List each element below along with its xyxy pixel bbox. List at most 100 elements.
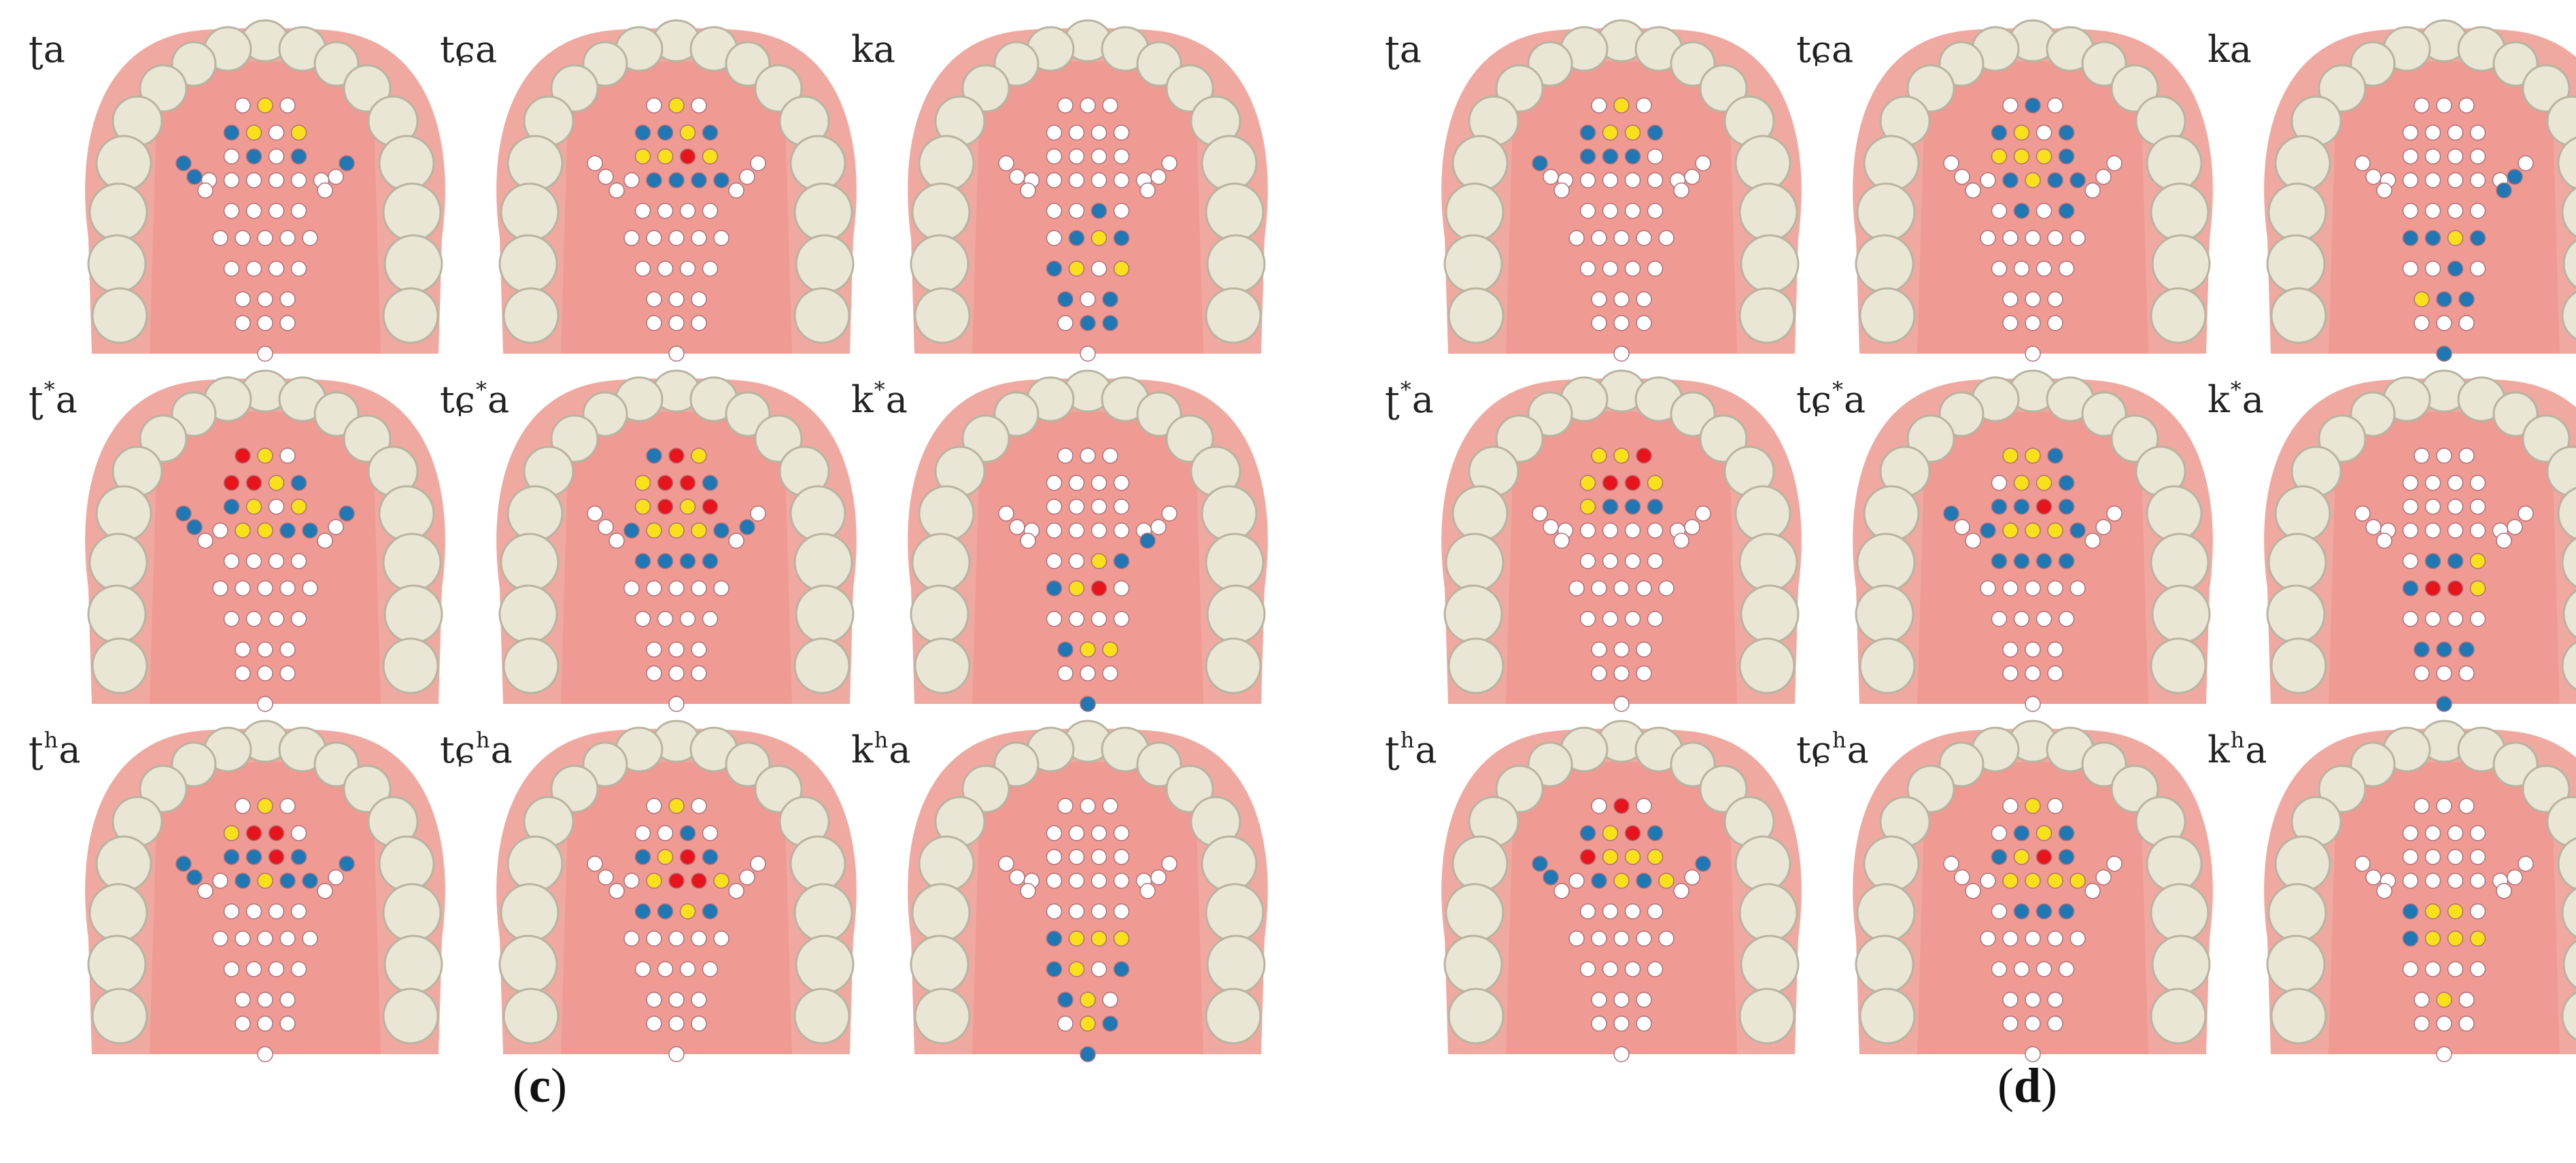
electrode-dot: [2036, 961, 2053, 977]
electrode-dot: [302, 873, 318, 889]
palate-svg: [85, 369, 445, 712]
electrode-dot: [245, 203, 262, 219]
electrode-dot: [1991, 203, 2008, 219]
electrode-dot: [1647, 961, 1664, 977]
tooth: [2146, 135, 2203, 192]
tooth: [87, 584, 147, 644]
electrode-dot: [290, 148, 307, 165]
electrode-dot: [1057, 992, 1074, 1008]
electrode-dot: [713, 522, 729, 539]
electrode-dot: [2469, 475, 2486, 491]
tooth: [1738, 287, 1796, 344]
side-electrode-left: [598, 169, 614, 185]
electrode-dot: [1613, 798, 1630, 814]
tooth: [2561, 991, 2576, 1041]
electrode-dot: [2047, 291, 2063, 307]
electrode-dot: [623, 930, 640, 947]
electrode-dot: [2047, 522, 2063, 539]
tooth: [1863, 485, 1920, 542]
side-electrode-left: [2376, 182, 2392, 199]
tooth: [1443, 234, 1503, 294]
electrode-dot: [2047, 315, 2063, 331]
electrode-dot: [1602, 203, 1619, 219]
electrode-dot: [1636, 665, 1652, 681]
electrode-dot: [634, 203, 651, 219]
electrode-dot: [1658, 873, 1675, 889]
electrode-dot: [257, 315, 273, 331]
electrode-dot: [1068, 499, 1085, 515]
electrode-dot: [691, 580, 707, 596]
side-electrode-right: [339, 505, 355, 522]
palate: [561, 411, 792, 704]
electrode-dot: [1113, 903, 1130, 920]
electrode-dot: [2402, 580, 2419, 596]
electrode-dot: [2058, 903, 2075, 920]
tooth: [88, 182, 148, 242]
palate-svg: [908, 369, 1268, 712]
electrode-dot: [668, 291, 685, 307]
tooth: [2557, 136, 2576, 190]
electrode-dot: [2036, 260, 2053, 277]
tooth: [910, 934, 969, 994]
side-electrode-left: [1943, 155, 1959, 171]
tooth: [498, 234, 558, 294]
electrode-dot: [1102, 665, 1118, 681]
electrode-dot: [2447, 475, 2464, 491]
electrode-dot: [2402, 499, 2419, 515]
electrode-dot: [223, 124, 240, 141]
electrode-dot: [2025, 1015, 2041, 1032]
side-electrode-right: [2496, 883, 2512, 899]
tooth: [1738, 637, 1796, 694]
electrode-dot: [2436, 448, 2452, 464]
electrode-dot: [1591, 798, 1607, 814]
electrode-dot: [257, 665, 273, 681]
electrode-dot: [668, 930, 685, 947]
palate: [972, 61, 1203, 354]
electrode-dot: [257, 97, 273, 114]
tooth: [378, 835, 435, 892]
electrode-dot: [2447, 553, 2464, 569]
electrode-dot: [646, 873, 662, 889]
electrode-dot: [245, 260, 262, 277]
side-electrode-left: [2376, 883, 2392, 899]
electrode-dot: [1602, 475, 1619, 491]
electrode-dot: [223, 825, 240, 841]
electrode-dot: [1046, 522, 1063, 539]
electrode-dot: [1568, 230, 1585, 246]
electrode-dot: [1613, 992, 1630, 1008]
electrode-dot: [668, 665, 685, 681]
tooth: [1856, 883, 1916, 943]
electrode-dot: [235, 448, 251, 464]
tooth: [2274, 835, 2331, 892]
side-electrode-left: [1532, 505, 1548, 522]
side-electrode-left: [1009, 519, 1025, 535]
electrode-dot: [2424, 825, 2441, 841]
electrode-dot: [1591, 992, 1607, 1008]
electrode-dot: [1080, 97, 1096, 114]
electrode-dot: [2002, 172, 2019, 188]
electrode-dot: [268, 849, 285, 865]
palate-diagram: tɕa: [1796, 14, 2237, 362]
electrode-dot: [2013, 849, 2030, 865]
electrode-dot: [657, 849, 674, 865]
electrode-dot: [1991, 903, 2008, 920]
electrode-dot: [1613, 230, 1630, 246]
electrode-dot: [1591, 1015, 1607, 1032]
tooth: [789, 835, 846, 892]
electrode-dot: [668, 696, 685, 712]
electrode-dot: [634, 611, 651, 627]
palate-diagram: ʈa: [29, 14, 469, 362]
electrode-dot: [1613, 1046, 1630, 1062]
palate-diagram: k*a: [2208, 364, 2576, 712]
electrode-dot: [212, 873, 228, 889]
electrode-dot: [2402, 553, 2419, 569]
tooth: [1738, 883, 1798, 943]
side-electrode-right: [1684, 169, 1700, 185]
side-electrode-left: [608, 182, 625, 199]
palate: [1506, 411, 1737, 704]
side-electrode-right: [2496, 182, 2512, 199]
side-electrode-left: [186, 169, 203, 185]
electrode-dot: [1068, 903, 1085, 920]
electrode-dot: [279, 930, 296, 947]
syllable-label: ʈa: [29, 28, 65, 71]
